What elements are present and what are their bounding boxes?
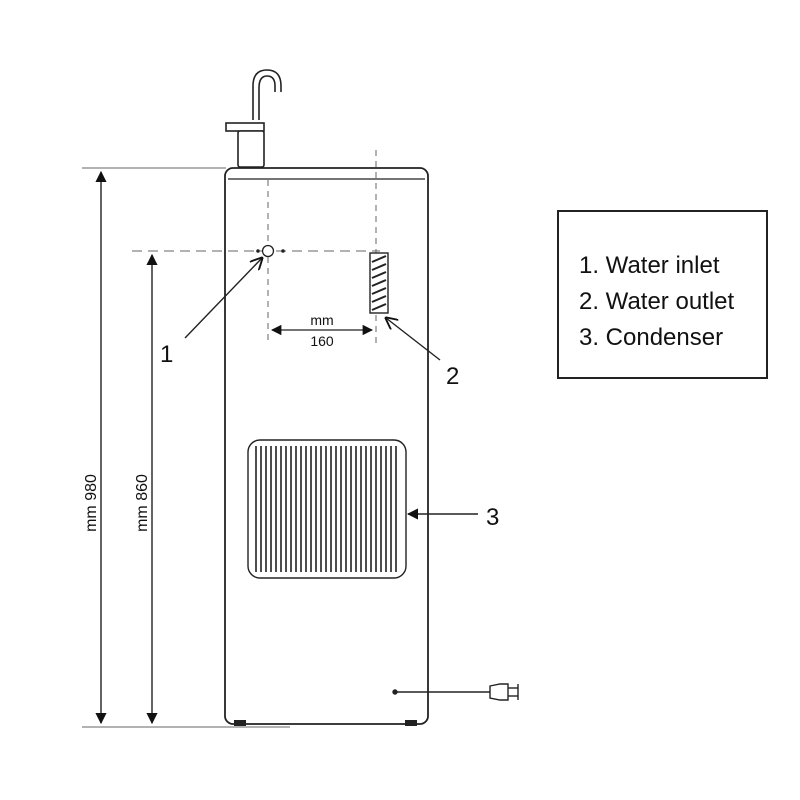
dimension-inlet-height: mm 860: [134, 253, 158, 725]
reference-lines: [82, 150, 380, 728]
callout-number-3: 3: [486, 504, 499, 531]
faucet: [225, 69, 282, 168]
condenser-grille: [247, 439, 407, 579]
dimension-total-height: mm 980: [83, 170, 107, 725]
legend-box: 1. Water inlet 2. Water outlet 3. Conden…: [557, 210, 768, 379]
total-height-label: mm 980: [83, 474, 100, 532]
callout-number-2: 2: [446, 363, 459, 390]
power-cord-plug-icon: [392, 683, 519, 701]
callout-outlet: 2: [386, 318, 459, 390]
legend-item-water-outlet: 2. Water outlet: [579, 288, 735, 315]
callout-inlet: 1: [160, 258, 262, 368]
legend-item-water-inlet: 1. Water inlet: [579, 252, 720, 279]
spacing-unit-label: mm: [310, 312, 333, 328]
callout-condenser: 3: [406, 504, 499, 531]
legend-item-condenser: 3. Condenser: [579, 324, 724, 351]
inlet-height-label: mm 860: [134, 474, 151, 532]
spacing-value-label: 160: [310, 333, 334, 349]
callout-number-1: 1: [160, 341, 173, 368]
water-outlet: [369, 252, 389, 314]
dimension-inlet-outlet-spacing: mm 160: [270, 312, 374, 349]
water-inlet: [256, 244, 285, 258]
